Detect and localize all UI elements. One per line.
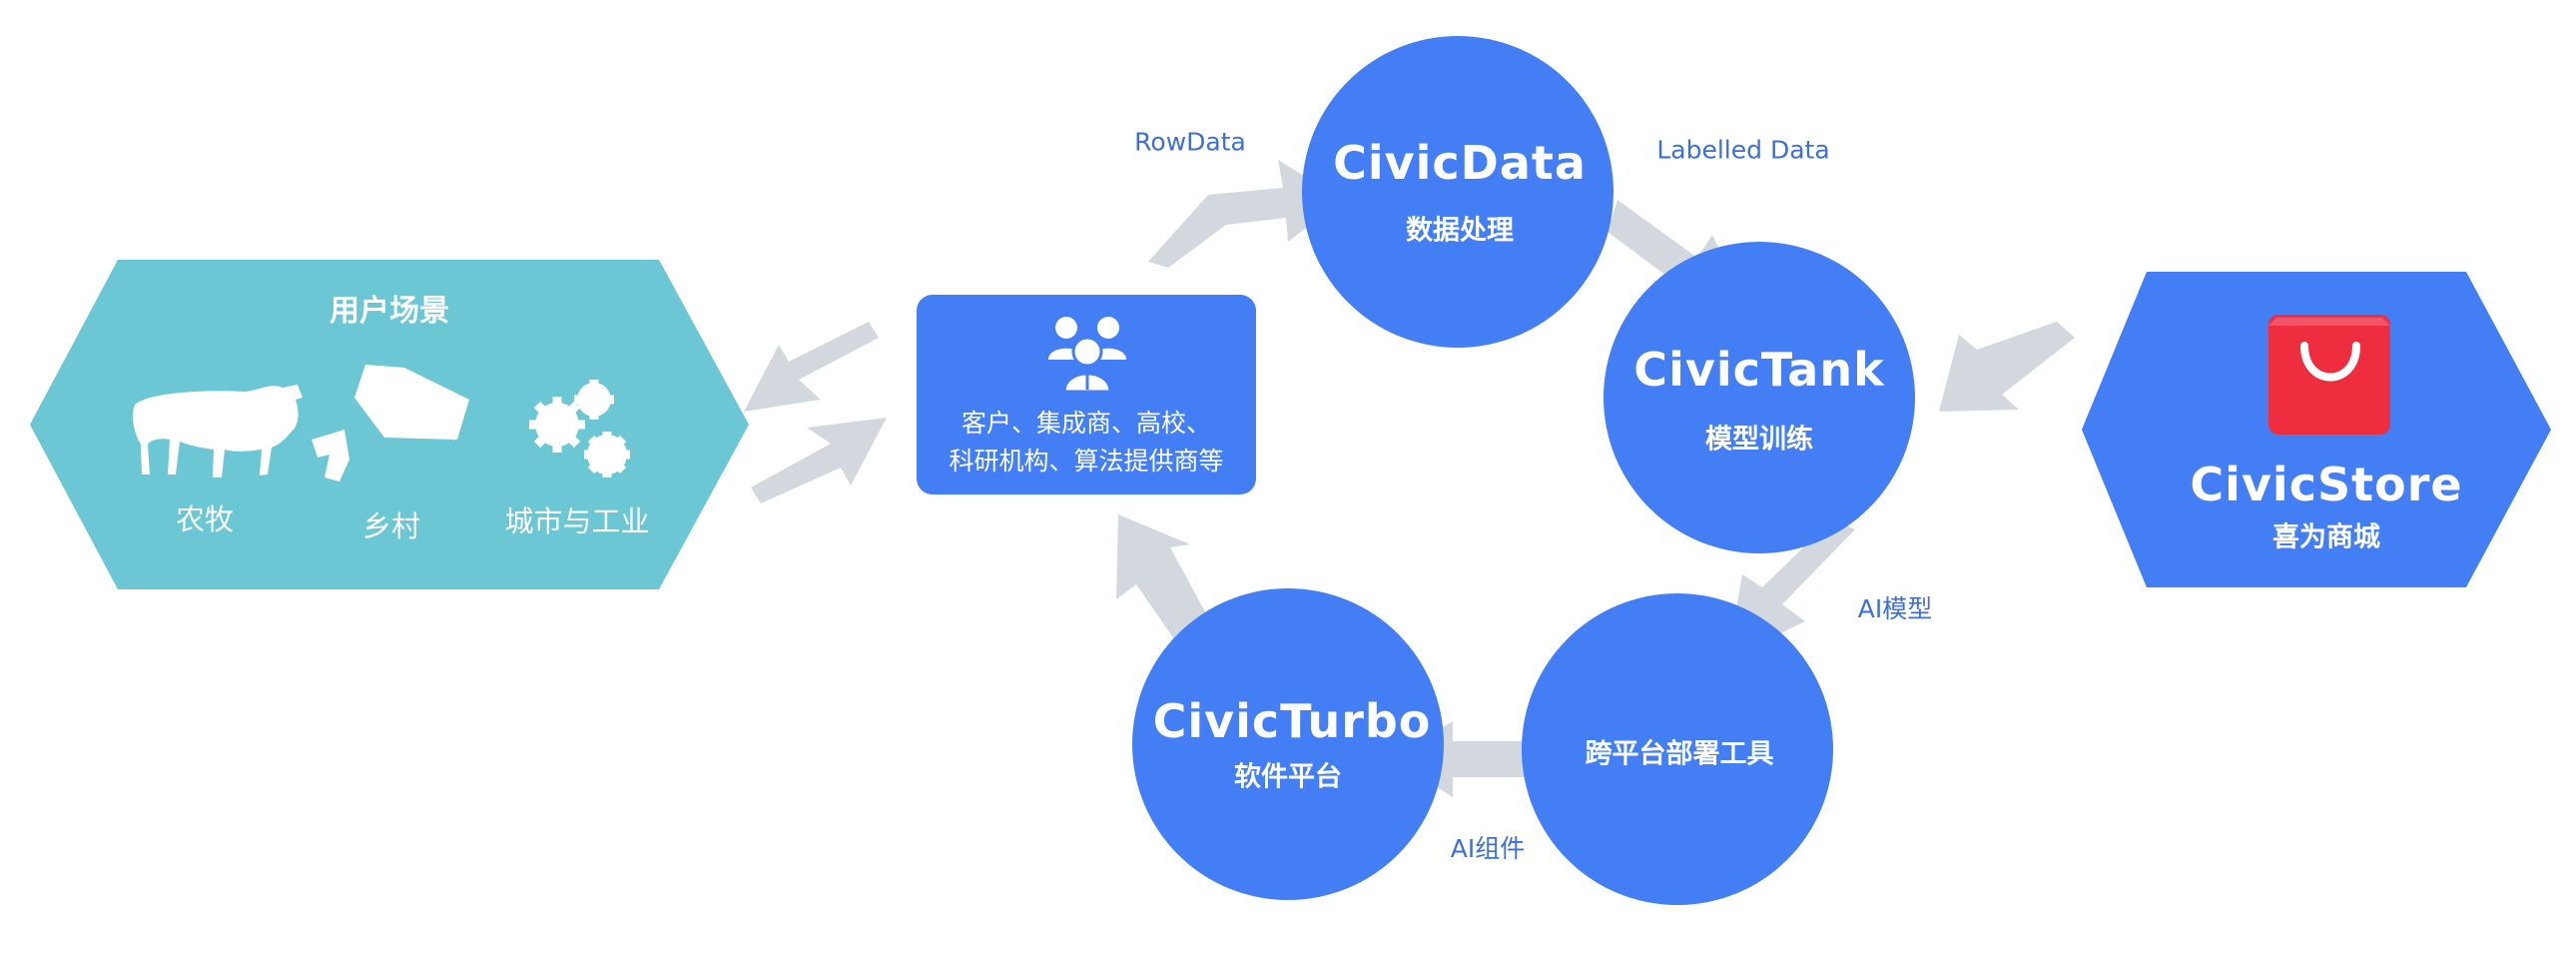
civicdata-name: CivicData — [1333, 136, 1587, 190]
flow-label-rowdata: RowData — [1134, 127, 1246, 157]
civicstore-name: CivicStore — [2190, 458, 2463, 511]
participants-line-1: 客户、集成商、高校、 — [961, 409, 1212, 438]
scenario-urban-industry-label: 城市与工业 — [504, 504, 650, 538]
civicstore-sub: 喜为商城 — [2272, 521, 2380, 553]
people-group-icon — [1048, 317, 1126, 394]
participants-box — [917, 295, 1256, 494]
participants-line-2: 科研机构、算法提供商等 — [949, 447, 1224, 476]
civicdata-circle — [1302, 36, 1613, 348]
camera-icon — [312, 365, 469, 482]
arrow-from-civicstore — [1939, 322, 2075, 412]
civicturbo-circle — [1132, 588, 1444, 900]
scenario-agriculture-label: 农牧 — [175, 502, 235, 536]
arrow-to-civicdata — [1148, 160, 1343, 268]
cow-icon — [132, 385, 303, 478]
civictank-circle — [1604, 242, 1915, 553]
flow-label-labelled-data: Labelled Data — [1656, 135, 1830, 165]
arrow-to-scenarios — [744, 322, 879, 412]
scenario-rural-label: 乡村 — [361, 509, 421, 543]
flow-label-ai-component: AI组件 — [1450, 834, 1526, 863]
deploy-circle — [1522, 593, 1833, 905]
gears-icon — [529, 380, 630, 478]
civicdata-sub: 数据处理 — [1406, 215, 1514, 247]
civicturbo-sub: 软件平台 — [1234, 761, 1342, 793]
civictank-sub: 模型训练 — [1705, 424, 1813, 456]
user-scenario-title: 用户场景 — [329, 294, 449, 329]
civicturbo-name: CivicTurbo — [1152, 694, 1432, 748]
flow-label-ai-model: AI模型 — [1857, 594, 1933, 623]
shopping-bag-icon — [2268, 315, 2390, 435]
civictank-name: CivicTank — [1633, 343, 1885, 397]
participants-label: 客户、集成商、高校、 科研机构、算法提供商等 — [949, 405, 1223, 481]
deploy-sub: 跨平台部署工具 — [1585, 738, 1774, 770]
arrow-from-scenarios — [751, 418, 887, 503]
